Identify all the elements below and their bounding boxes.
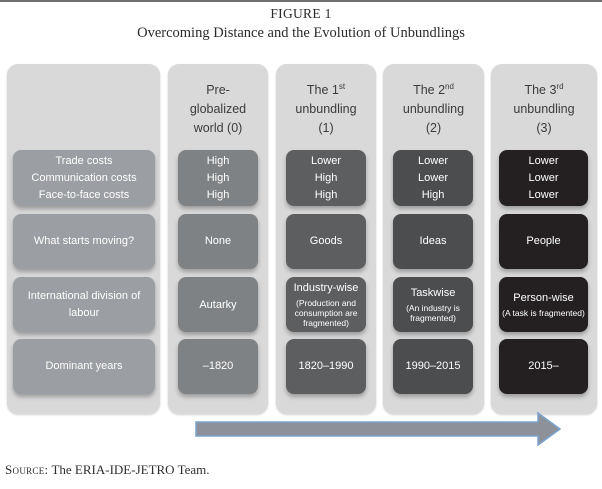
column-header: The 2nd unbundling (2) [402,82,465,136]
cell-costs: High High High [178,150,258,206]
figure-title-block: FIGURE 1 Overcoming Distance and the Evo… [0,6,602,42]
cell-division: Industry-wise (Production and consumptio… [286,277,366,332]
column-second-unbundling: The 2nd unbundling (2) Lower Lower High … [383,64,484,414]
cell-division: Taskwise (An industry is fragmented) [393,277,473,332]
label-communication-costs: Communication costs [31,171,137,184]
column-pre-globalized-world: Pre- globalized world (0) High High High… [168,64,268,414]
figure-label: FIGURE 1 [270,6,332,21]
label-what-starts-moving: What starts moving? [13,214,155,269]
cell-moving: Goods [286,214,366,269]
cell-costs: Lower Lower Lower [499,150,588,206]
label-face-to-face-costs: Face-to-face costs [38,188,130,201]
cell-division: Autarky [178,277,258,332]
cell-years: –1820 [178,339,258,394]
label-dominant-years: Dominant years [13,339,155,394]
cell-years: 2015– [499,339,588,394]
label-international-division: International division of labour [13,277,155,332]
source-label: Source: [5,462,49,477]
cell-division: Person-wise (A task is fragmented) [499,277,588,332]
column-row-labels: Trade costs Communication costs Face-to-… [7,64,160,414]
column-first-unbundling: The 1st unbundling (1) Lower High High G… [276,64,376,414]
timeline-arrow-icon [195,411,562,447]
cell-years: 1820–1990 [286,339,366,394]
column-header: Pre- globalized world (0) [189,83,247,136]
cell-costs: Lower High High [286,150,366,206]
label-trade-costs: Trade costs [55,154,113,167]
column-third-unbundling: The 3rd unbundling (3) Lower Lower Lower… [491,64,597,414]
cell-moving: None [178,214,258,269]
cell-costs: Lower Lower High [393,150,473,206]
source-text: The ERIA-IDE-JETRO Team. [51,462,210,477]
source-note: Source: The ERIA-IDE-JETRO Team. [5,462,595,478]
figure-caption: Overcoming Distance and the Evolution of… [137,25,465,41]
cell-years: 1990–2015 [393,339,473,394]
column-header: The 1st unbundling (1) [295,82,357,136]
column-header: The 3rd unbundling (3) [513,82,575,136]
cell-moving: People [499,214,588,269]
cell-moving: Ideas [393,214,473,269]
label-costs: Trade costs Communication costs Face-to-… [13,150,155,206]
